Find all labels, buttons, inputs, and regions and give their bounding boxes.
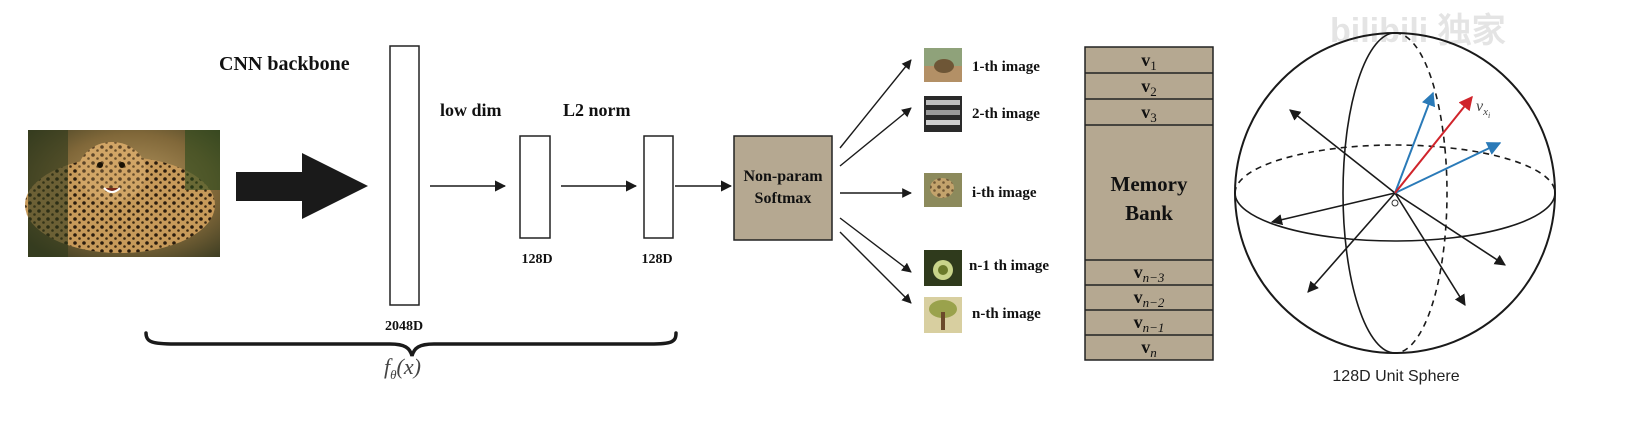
memory-cell-v1: v1 xyxy=(1141,50,1157,73)
backbone-brace xyxy=(144,331,678,357)
image-thumb-n-1 xyxy=(924,250,962,286)
sphere-vector-label: vxi xyxy=(1476,98,1490,120)
low-dim-box xyxy=(519,135,551,239)
f-theta-label: fθ(x) xyxy=(384,354,421,382)
arrow-to-image-n xyxy=(839,231,912,304)
l2-norm-label: L2 norm xyxy=(563,100,631,120)
softmax-label-line1: Non-param xyxy=(743,168,823,185)
image-thumb-2 xyxy=(924,96,962,132)
l2-norm-box xyxy=(643,135,674,239)
image-label-n-1: n-1 th image xyxy=(969,258,1049,274)
non-param-softmax-box: Non-param Softmax xyxy=(733,135,833,241)
feature-2048d-box xyxy=(389,45,420,306)
image-thumb-n xyxy=(924,297,962,333)
arrow-to-image-2 xyxy=(839,107,912,167)
memory-cell-v3: v3 xyxy=(1141,102,1157,125)
input-leopard-image xyxy=(25,130,220,257)
image-label-n: n-th image xyxy=(972,306,1041,322)
memory-cell-vn: vn xyxy=(1141,337,1157,360)
image-label-1: 1-th image xyxy=(972,59,1040,75)
memory-cell-vn-2: vn−2 xyxy=(1134,287,1165,310)
dim-2048d-label: 2048D xyxy=(385,319,423,334)
image-thumb-1 xyxy=(924,48,962,82)
low-dim-label: low dim xyxy=(440,100,502,120)
memory-cell-v2: v2 xyxy=(1141,76,1157,99)
sphere-caption: 128D Unit Sphere xyxy=(1332,368,1459,385)
big-input-arrow xyxy=(236,153,368,219)
cnn-backbone-label: CNN backbone xyxy=(219,53,350,75)
arrow-to-image-1 xyxy=(839,59,912,149)
watermark: bilibili 独家 xyxy=(1330,12,1506,50)
image-thumb-i xyxy=(924,173,962,207)
unit-sphere: vxi xyxy=(1234,32,1556,354)
arrow-to-image-n-1 xyxy=(839,217,912,273)
image-label-i: i-th image xyxy=(972,185,1037,201)
softmax-label-line2: Softmax xyxy=(755,190,812,207)
memory-cell-vn-1: vn−1 xyxy=(1134,312,1165,335)
memory-bank-title-line1: Memory xyxy=(1111,172,1188,196)
memory-cell-vn-3: vn−3 xyxy=(1134,262,1165,285)
memory-bank: v1 v2 v3 Memory Bank vn−3 vn−2 vn−1 vn xyxy=(1084,46,1214,361)
dim-128d-label-a: 128D xyxy=(521,252,552,267)
memory-bank-title-line2: Bank xyxy=(1125,201,1173,225)
image-label-2: 2-th image xyxy=(972,106,1040,122)
dim-128d-label-b: 128D xyxy=(641,252,672,267)
sphere-origin xyxy=(1391,199,1399,207)
